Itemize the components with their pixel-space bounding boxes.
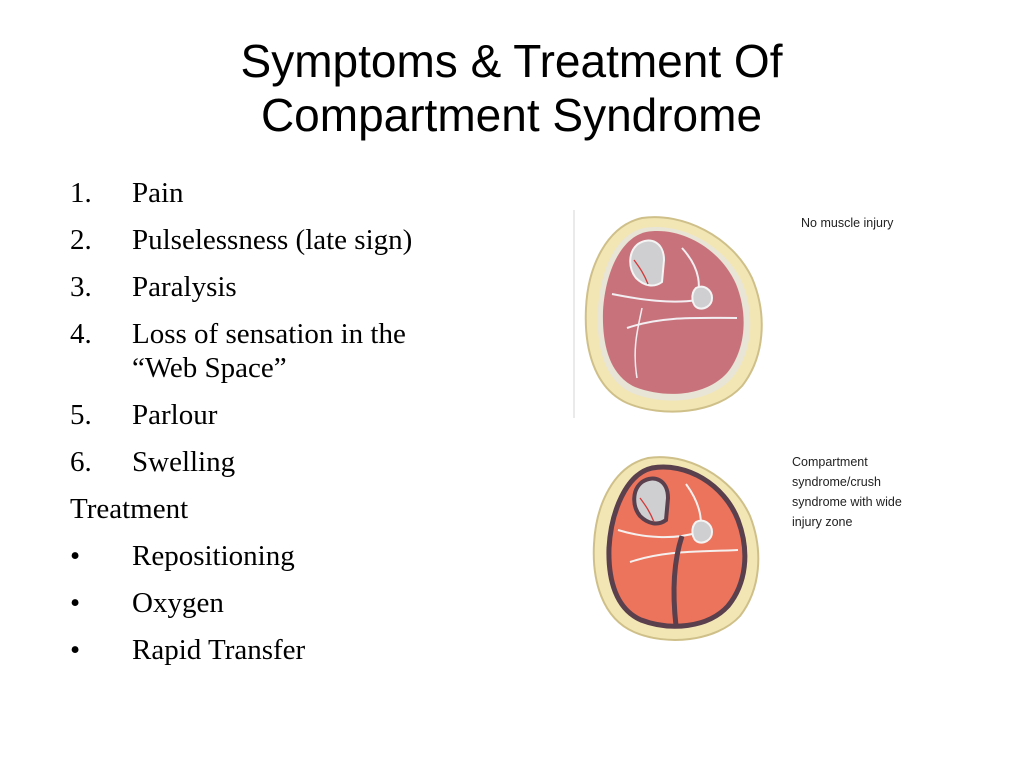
tibia-bone-icon (629, 239, 666, 287)
caption-compartment-syndrome: Compartment syndrome/crush syndrome with… (792, 452, 942, 532)
caption-line: syndrome/crush (792, 475, 881, 489)
list-marker: 1. (70, 177, 92, 209)
leg-cross-section-normal (573, 210, 763, 418)
nerve-line (639, 497, 655, 523)
list-item: 3. Paralysis (70, 270, 530, 304)
caption-no-injury: No muscle injury (801, 216, 894, 230)
caption-line: syndrome with wide (792, 495, 902, 509)
list-item: • Oxygen (70, 586, 530, 620)
caption-line: Compartment (792, 455, 868, 469)
list-marker: 3. (70, 271, 92, 303)
list-item-text: Pain (132, 177, 184, 209)
bullet-marker: • (70, 634, 81, 666)
list-marker: 4. (70, 318, 92, 350)
list-item: 5. Parlour (70, 398, 530, 432)
fibula-bone-icon (691, 519, 714, 544)
fibula-bone-icon (691, 285, 714, 310)
list-item-text: Paralysis (132, 271, 237, 303)
injury-zone-line (671, 535, 685, 627)
list-item-text: Oxygen (132, 587, 224, 619)
septum-line (634, 307, 643, 379)
list-item-text: Repositioning (132, 540, 295, 572)
list-item-text: Parlour (132, 399, 218, 431)
list-item-text: Rapid Transfer (132, 634, 306, 666)
list-item: • Rapid Transfer (70, 633, 530, 667)
leg-cross-section-injured (592, 456, 760, 641)
list-item: • Repositioning (70, 539, 530, 573)
list-item-text: Loss of sensation in the (132, 318, 406, 350)
caption-line: injury zone (792, 515, 853, 529)
septum-line (629, 549, 739, 563)
bullet-marker: • (70, 540, 81, 572)
list-item: 6. Swelling (70, 445, 530, 479)
bullet-marker: • (70, 587, 81, 619)
list-item-text-continued: “Web Space” (132, 352, 287, 384)
list-item-text: Pulselessness (late sign) (132, 224, 413, 256)
list-marker: 6. (70, 446, 92, 478)
list-item: 4. Loss of sensation in the “Web Space” (70, 317, 530, 385)
nerve-line (633, 259, 649, 285)
symptom-list: 1. Pain 2. Pulselessness (late sign) 3. … (70, 176, 530, 680)
title-line-1: Symptoms & Treatment Of (240, 35, 783, 87)
list-item: 1. Pain (70, 176, 530, 210)
list-marker: 5. (70, 399, 92, 431)
list-item-text: Swelling (132, 446, 236, 478)
septum-line (611, 293, 698, 303)
list-item: 2. Pulselessness (late sign) (70, 223, 530, 257)
title-line-2: Compartment Syndrome (260, 89, 763, 141)
list-marker: 2. (70, 224, 92, 256)
treatment-heading: Treatment (70, 493, 189, 525)
slide-title: Symptoms & Treatment Of Compartment Synd… (0, 34, 1023, 142)
tibia-bone-icon (632, 476, 671, 526)
